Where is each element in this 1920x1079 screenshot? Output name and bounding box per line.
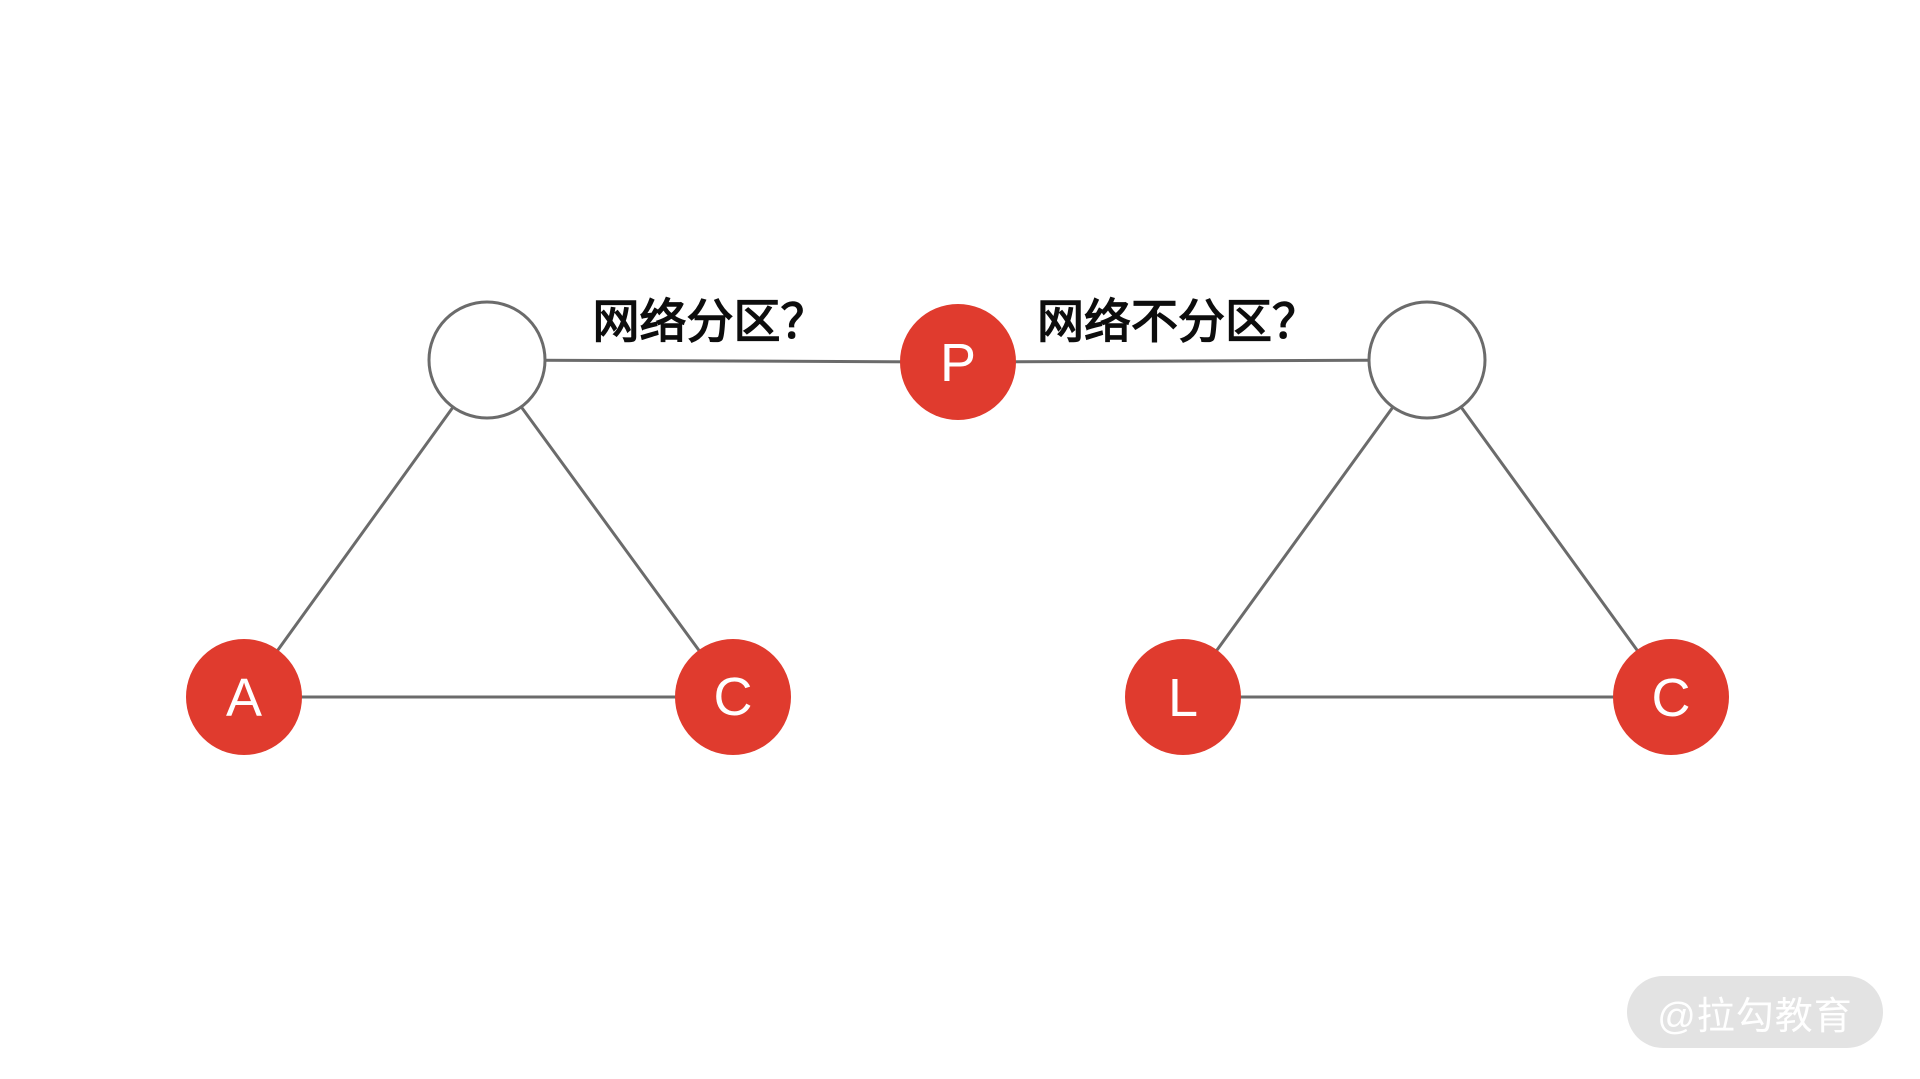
node-left-junction-circle: [427, 300, 547, 420]
node-p-label: P: [940, 333, 976, 393]
watermark-badge: @拉勾教育: [1627, 976, 1883, 1048]
edge-leftjunction-to-p: [486, 358, 959, 364]
watermark-text: @拉勾教育: [1657, 995, 1853, 1038]
question-right-label: 网络不分区？: [1037, 295, 1319, 348]
edge-leftjunction-to-cleft: [485, 359, 735, 698]
edge-p-to-rightjunction: [957, 358, 1428, 364]
node-c-left-label: C: [714, 667, 753, 727]
edge-group: [242, 358, 1673, 699]
node-right-junction-circle: [1367, 300, 1487, 420]
node-c-right-label: C: [1652, 668, 1691, 728]
edge-rightjunction-to-cright: [1425, 359, 1673, 698]
node-a-label: A: [226, 668, 262, 728]
node-l-circle: [1125, 639, 1241, 755]
node-a-circle: [186, 639, 302, 755]
node-l-label: L: [1168, 668, 1198, 728]
question-left-label: 网络分区？: [593, 295, 828, 348]
node-c-left-circle: [675, 639, 791, 755]
node-p-circle: [900, 304, 1016, 420]
edge-leftjunction-to-a: [242, 359, 489, 698]
node-c-right-circle: [1613, 639, 1729, 755]
edge-rightjunction-to-l: [1181, 359, 1429, 698]
